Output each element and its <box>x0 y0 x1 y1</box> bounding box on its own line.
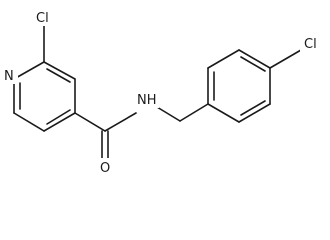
bond-c4-carbonyl <box>74 112 106 132</box>
oxygen-label-carbonyl: O <box>100 161 110 176</box>
atom-labels: Cl N O NH Cl <box>2 8 324 176</box>
bond-ortho-meta-top <box>207 49 240 69</box>
chemical-structure: Cl N O NH Cl <box>2 8 324 176</box>
amide-group <box>74 103 181 160</box>
bond-para-cl <box>269 49 302 69</box>
chlorine-label-pyridine: Cl <box>36 11 49 26</box>
bond-c5-c4-inner <box>46 109 71 125</box>
bond-c2-n <box>13 61 45 80</box>
bond-carbonyl-nh <box>104 112 137 132</box>
bond-c6-c5 <box>13 112 45 132</box>
bond-ch2-ipso <box>179 103 209 122</box>
chlorophenyl-ring <box>179 49 302 123</box>
bond-meta-ortho-bottom-inner <box>240 100 266 116</box>
bond-ortho-ipso-bottom <box>207 103 240 123</box>
chlorine-label-phenyl: Cl <box>304 37 317 52</box>
amide-nh-label: NH <box>137 93 157 108</box>
pyridine-ring <box>13 25 76 132</box>
bond-meta-ortho-bottom <box>238 103 271 123</box>
bond-c5-c4 <box>43 112 76 132</box>
bond-meta-para-top <box>238 49 271 69</box>
bond-meta-para-top-inner <box>240 56 266 72</box>
nitrogen-label-pyridine: N <box>4 69 14 84</box>
bond-c2-c3-inner <box>46 68 71 83</box>
bond-c2-c3 <box>43 61 76 80</box>
